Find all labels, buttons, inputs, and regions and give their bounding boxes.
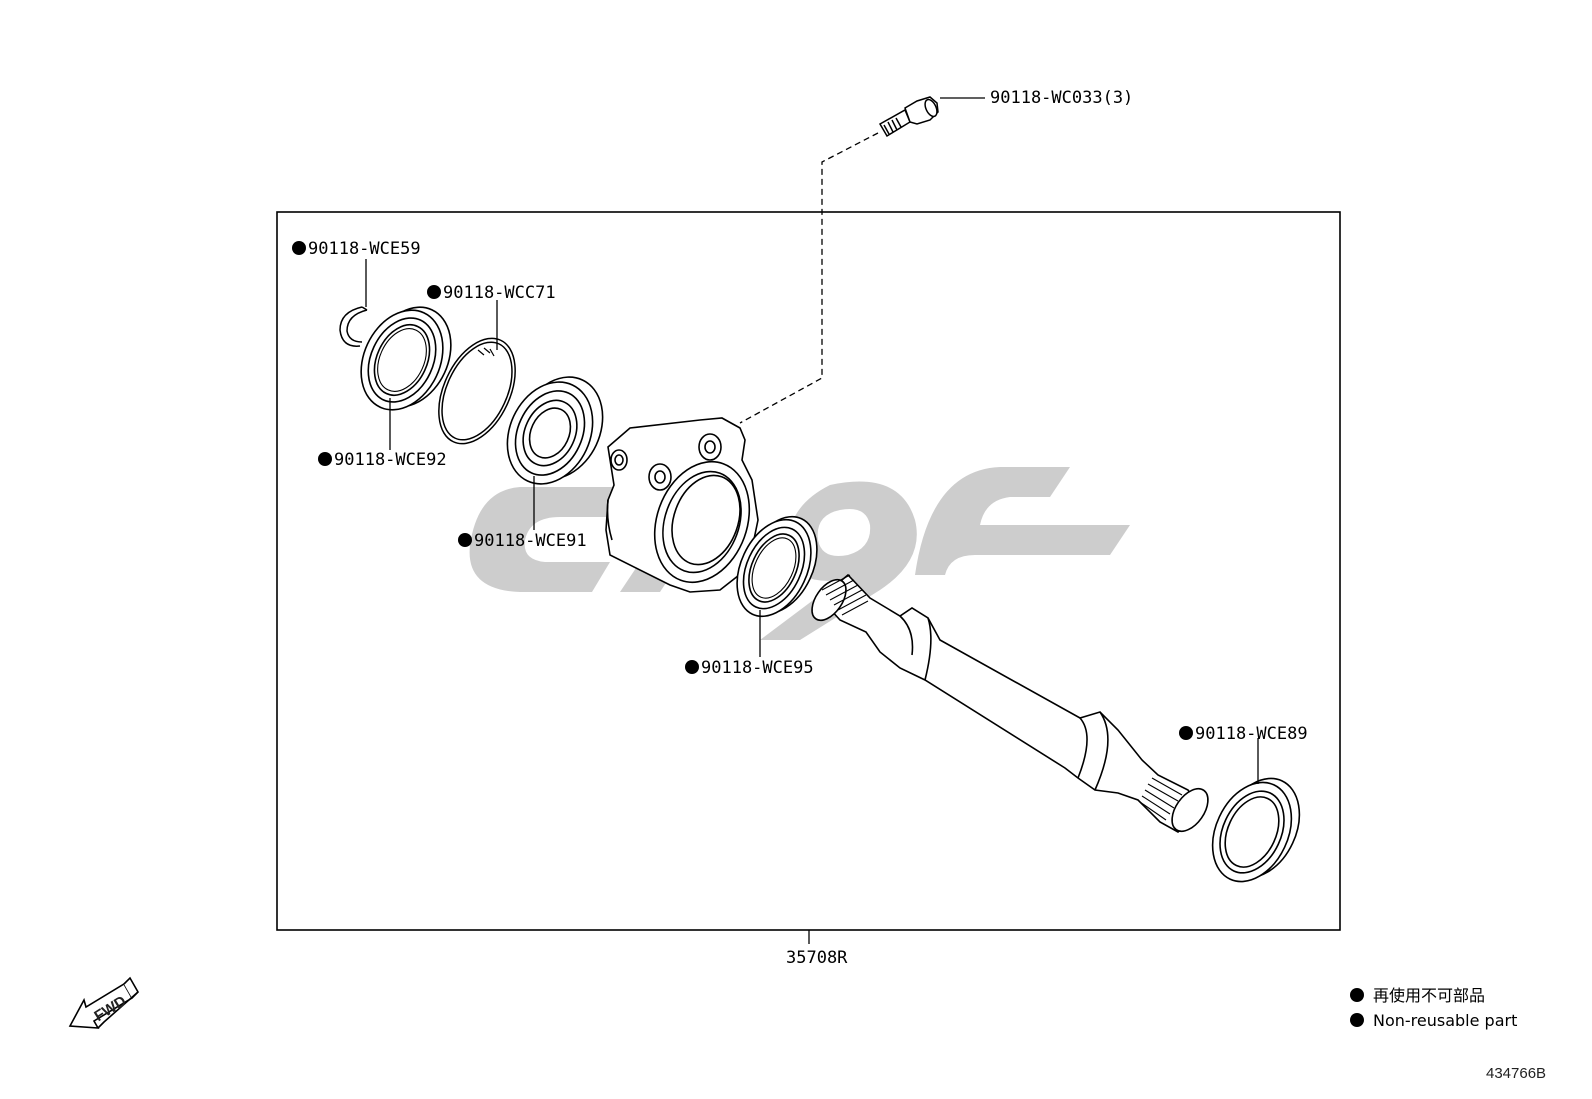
outer-seal-illustration [1211, 777, 1301, 883]
bearing-illustration [506, 376, 604, 485]
fwd-arrow-icon [68, 976, 139, 1029]
hole-snap-ring-illustration [438, 337, 516, 445]
inner-seal-callout[interactable]: 90118-WCE95 [701, 658, 814, 678]
bearing-callout[interactable]: 90118-WCE91 [474, 531, 587, 551]
non-reusable-marker-icon [1179, 726, 1193, 740]
bearing-housing-illustration [605, 417, 759, 593]
outer-seal-callout[interactable]: 90118-WCE89 [1195, 724, 1308, 744]
bolt-dashed-path [739, 132, 879, 424]
legend-marker-icon [1350, 988, 1364, 1002]
non-reusable-marker-icon [458, 533, 472, 547]
inner-seal-illustration [736, 515, 818, 618]
legend-english: Non-reusable part [1373, 1011, 1517, 1030]
bolt-callout[interactable]: 90118-WC033(3) [990, 88, 1133, 108]
legend-japanese: 再使用不可部品 [1373, 986, 1485, 1005]
snap-ring-callout[interactable]: 90118-WCE59 [308, 239, 421, 259]
oil-seal-illustration [360, 306, 452, 411]
snap-ring-illustration [339, 306, 368, 347]
hole-snap-ring-callout[interactable]: 90118-WCC71 [443, 283, 556, 303]
non-reusable-marker-icon [292, 241, 306, 255]
bolt-illustration [878, 96, 939, 138]
non-reusable-marker-icon [318, 452, 332, 466]
assembly-number[interactable]: 35708R [786, 948, 848, 968]
oil-seal-callout[interactable]: 90118-WCE92 [334, 450, 447, 470]
drive-shaft-illustration [811, 573, 1209, 833]
illustration-id: 434766B [1486, 1065, 1546, 1082]
legend-marker-icon [1350, 1013, 1364, 1027]
non-reusable-marker-icon [685, 660, 699, 674]
non-reusable-marker-icon [427, 285, 441, 299]
